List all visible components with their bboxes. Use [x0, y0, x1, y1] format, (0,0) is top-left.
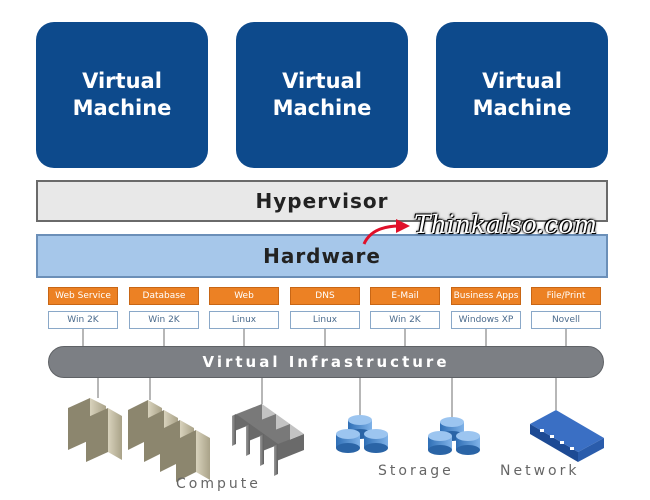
virtual-machine-label: Virtual Machine [72, 69, 172, 120]
os-label: Win 2K [129, 311, 199, 329]
virtual-infrastructure-label: Virtual Infrastructure [202, 353, 450, 371]
virtual-infrastructure-bar: Virtual Infrastructure [48, 346, 604, 378]
storage-disk-icon [428, 417, 480, 455]
os-label: Windows XP [451, 311, 521, 329]
app-label: Web Service [48, 287, 118, 305]
network-caption: Network [500, 463, 580, 479]
virtual-machine-box: Virtual Machine [36, 22, 208, 168]
connector-line [82, 329, 84, 347]
connector-line [404, 329, 406, 347]
os-label: Win 2K [370, 311, 440, 329]
compute-server-icon [68, 398, 122, 462]
app-label: DNS [290, 287, 360, 305]
connector-line [243, 329, 245, 347]
resource-connectors [97, 378, 557, 420]
app-label: Business Apps [451, 287, 521, 305]
watermark-text: Thinkalso.com [414, 210, 598, 239]
compute-caption: Compute [176, 476, 261, 492]
storage-disk-icon [336, 415, 388, 453]
connector-line [163, 329, 165, 347]
virtual-machine-label: Virtual Machine [272, 69, 372, 120]
hypervisor-layer: Hypervisor [36, 180, 608, 222]
storage-caption: Storage [378, 463, 454, 479]
app-label: Database [129, 287, 199, 305]
app-label: Web [209, 287, 279, 305]
hypervisor-label: Hypervisor [255, 189, 389, 213]
virtual-machine-box: Virtual Machine [436, 22, 608, 168]
app-label: File/Print [531, 287, 601, 305]
app-label: E-Mail [370, 287, 440, 305]
connector-line [324, 329, 326, 347]
os-label: Win 2K [48, 311, 118, 329]
blade-server-icon [232, 404, 304, 476]
connector-line [485, 329, 487, 347]
virtual-machine-label: Virtual Machine [472, 69, 572, 120]
os-label: Novell [531, 311, 601, 329]
os-label: Linux [290, 311, 360, 329]
network-switch-icon [530, 410, 604, 462]
hardware-layer: Hardware [36, 234, 608, 278]
hardware-label: Hardware [263, 244, 381, 268]
virtual-machine-box: Virtual Machine [236, 22, 408, 168]
connector-line [565, 329, 567, 347]
os-label: Linux [209, 311, 279, 329]
compute-server-icon [128, 400, 210, 482]
